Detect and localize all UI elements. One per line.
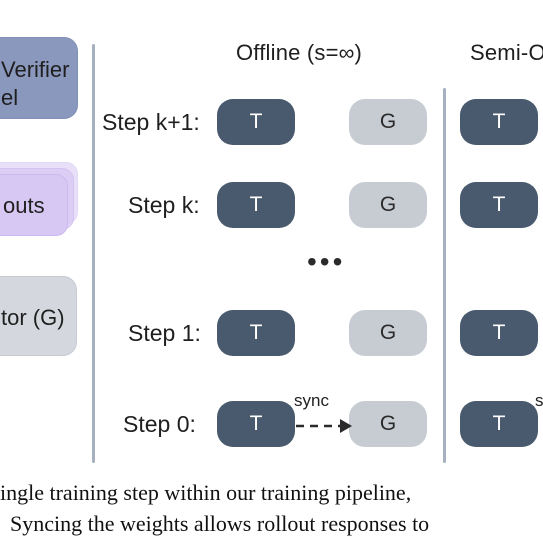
generator-label: tor (G) [1, 305, 65, 330]
trainer-node-offline: T [217, 401, 295, 447]
generator-node-offline: G [349, 182, 427, 228]
ellipsis: ••• [307, 246, 346, 277]
generator-node-offline: G [349, 401, 427, 447]
trainer-node-semi: T [460, 99, 538, 145]
left-divider [92, 44, 95, 463]
trainer-node-offline: T [217, 99, 295, 145]
offline-column-title: Offline (s=∞) [236, 40, 363, 65]
rollouts-label: outs [3, 193, 45, 218]
generator-node-offline: G [349, 310, 427, 356]
sync-arrow [296, 419, 352, 433]
verifier-line1: Verifier [1, 57, 70, 82]
trainer-node-semi: T [460, 182, 538, 228]
step-label-k: Step k: [128, 192, 200, 218]
verifier-line2: el [1, 85, 19, 110]
semi-column-title: Semi-O [470, 40, 543, 65]
rollouts-stack [0, 162, 80, 242]
sync-label-semi: s [535, 391, 543, 410]
step-label-0: Step 0: [123, 411, 196, 437]
generator-node-offline: G [349, 99, 427, 145]
trainer-node-semi: T [460, 310, 538, 356]
trainer-node-semi: T [460, 401, 538, 447]
step-label-k-plus-1: Step k+1: [102, 109, 200, 135]
caption-line-2: Syncing the weights allows rollout respo… [10, 511, 430, 536]
sync-label: sync [294, 391, 329, 410]
trainer-node-offline: T [217, 310, 295, 356]
generator-box: tor (G) [0, 276, 77, 356]
sync-arrow-head [340, 419, 352, 433]
caption-line-1: ingle training step within our training … [0, 480, 412, 505]
rollouts-layer-front [0, 174, 68, 236]
trainer-node-offline: T [217, 182, 295, 228]
step-label-1: Step 1: [128, 320, 201, 346]
verifier-model-box: Verifier el [0, 37, 78, 119]
right-divider [443, 88, 446, 463]
